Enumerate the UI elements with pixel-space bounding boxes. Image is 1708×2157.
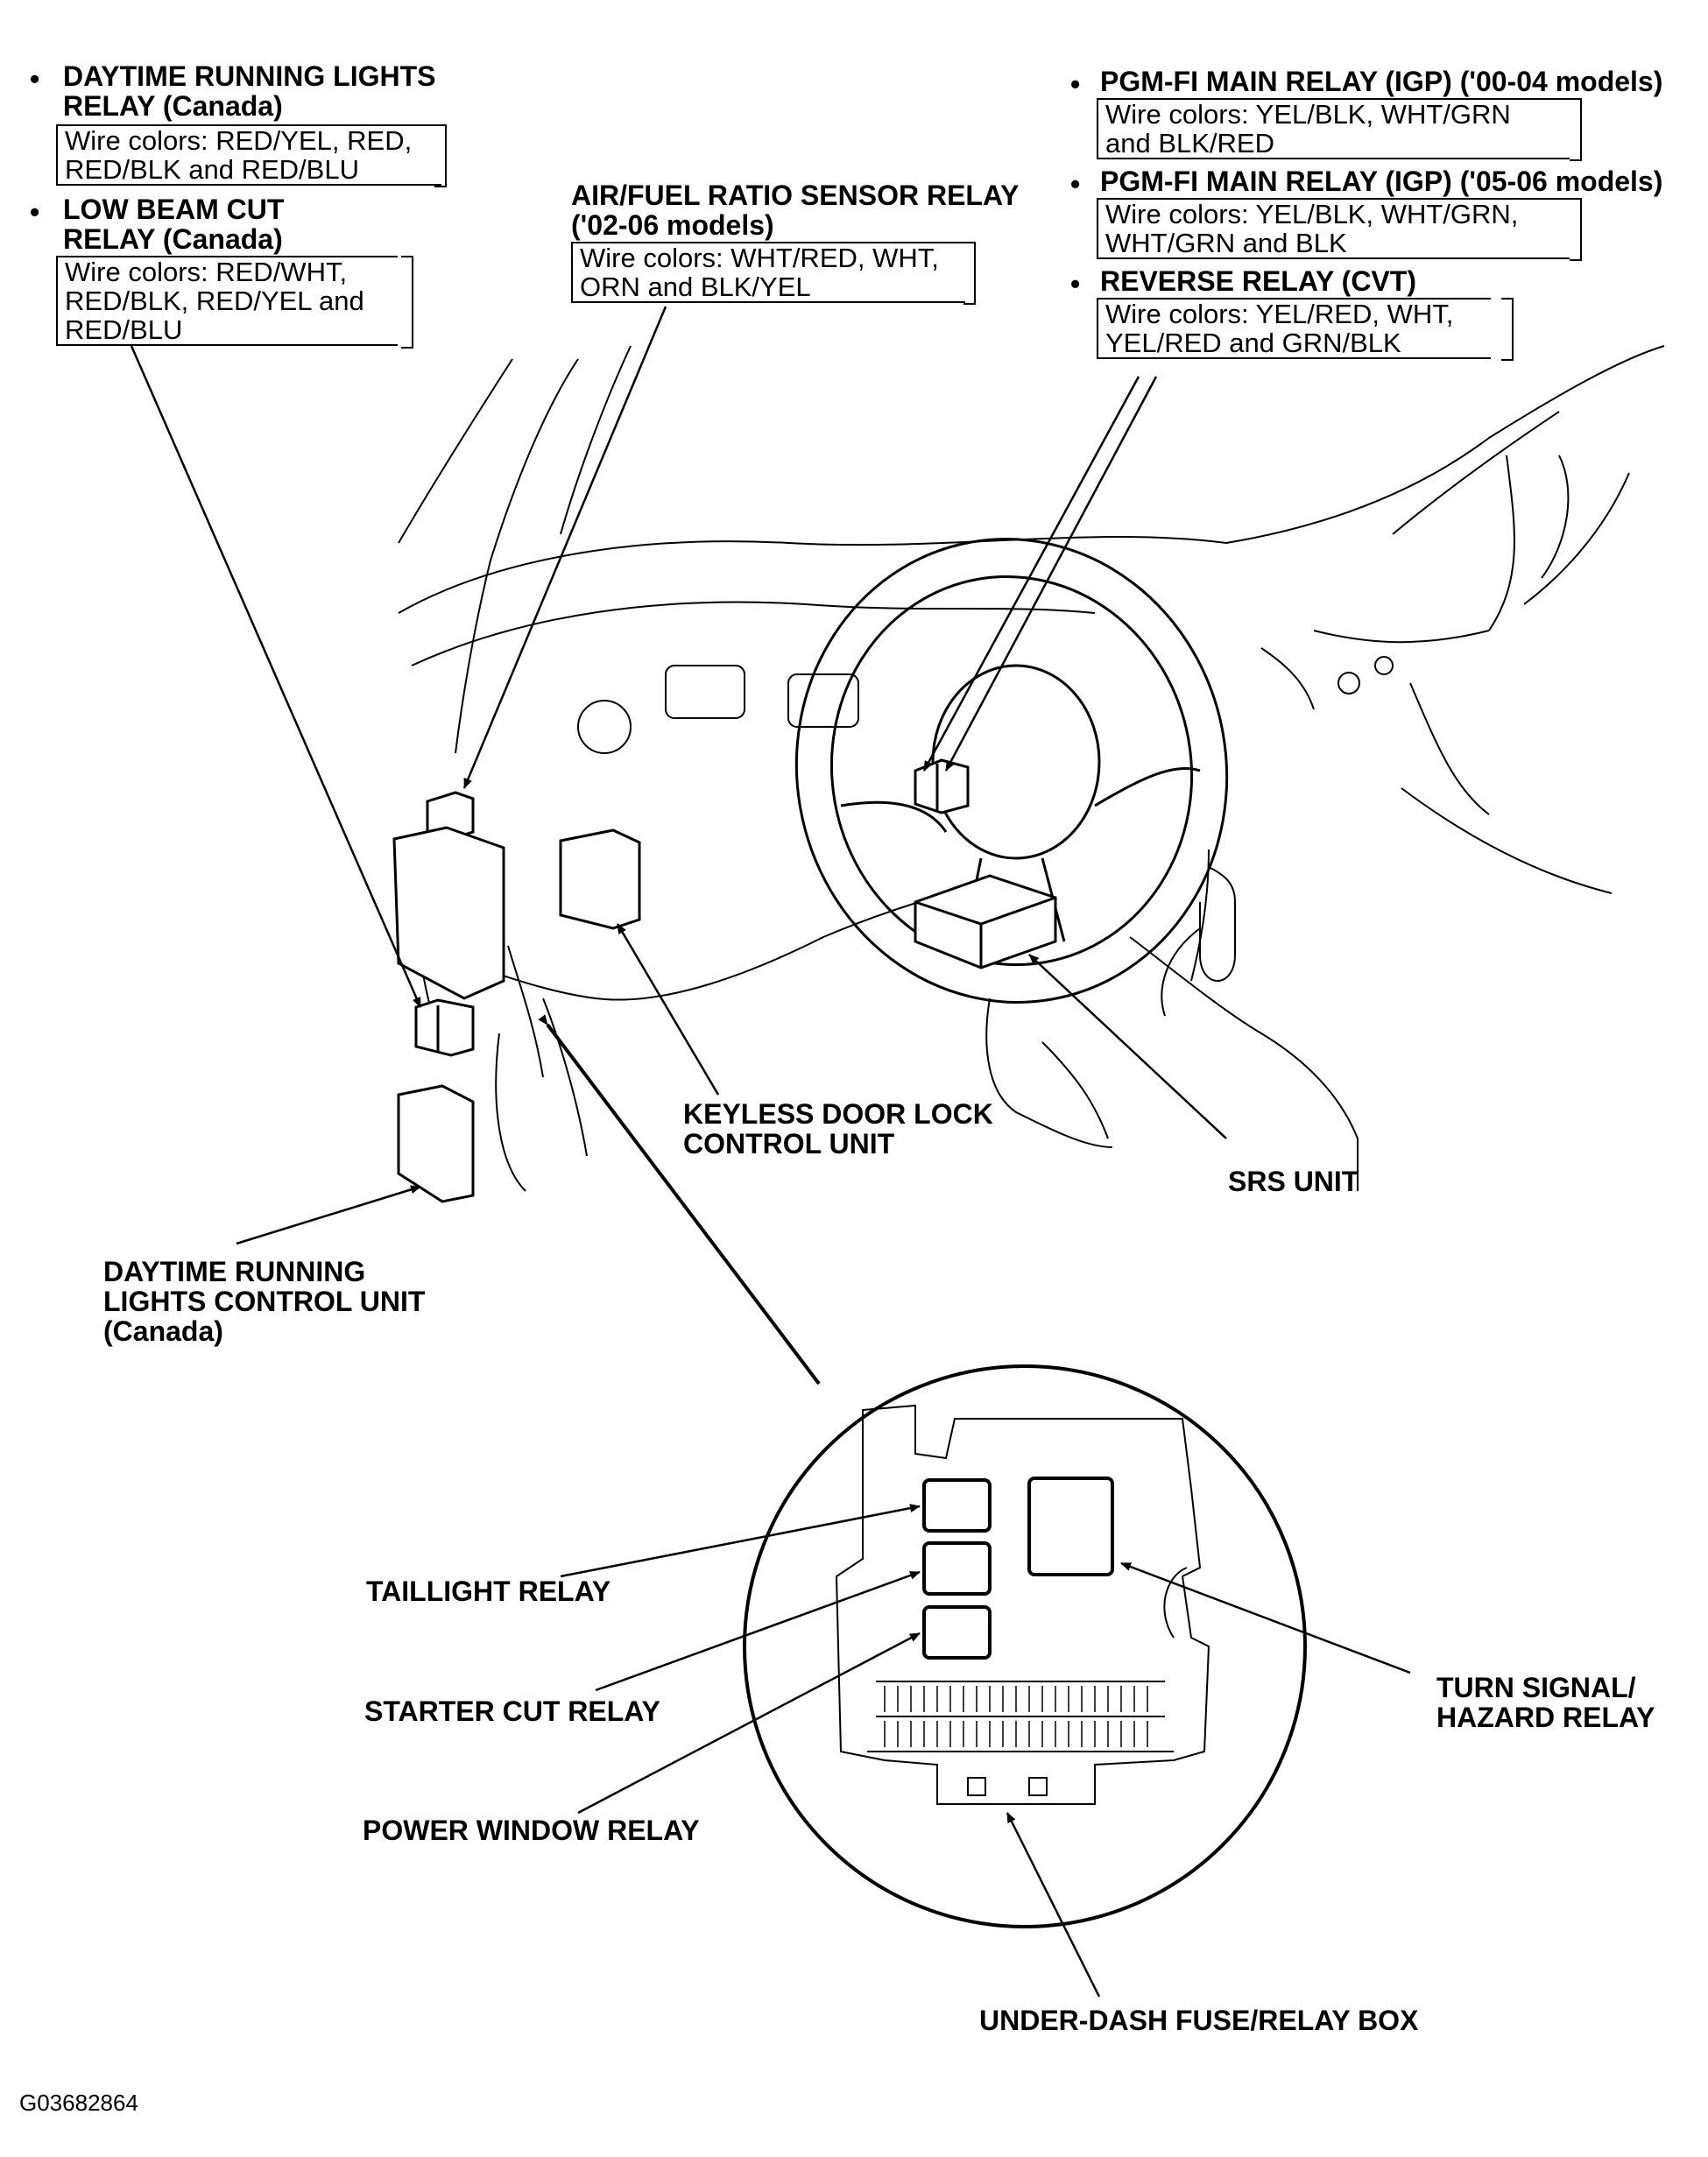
low-beam-title: LOW BEAM CUT RELAY (Canada): [63, 194, 284, 254]
starter-cut-relay-label: STARTER CUT RELAY: [364, 1695, 660, 1727]
power-window-relay-label: POWER WINDOW RELAY: [363, 1815, 700, 1846]
low-beam-wire-line-3: RED/BLU: [65, 314, 183, 345]
af-sensor-wire-line-2: ORN and BLK/YEL: [580, 271, 811, 302]
low-beam-relay-box: [414, 998, 475, 1057]
pgm-0506-title: PGM-FI MAIN RELAY (IGP) ('05-06 models): [1100, 166, 1662, 196]
low-beam-title-line-2: RELAY (Canada): [63, 223, 283, 255]
drl-control-unit: [397, 1084, 475, 1203]
pgm-0004-title: PGM-FI MAIN RELAY (IGP) ('00-04 models): [1100, 67, 1662, 96]
bullet-drl-relay: •: [30, 63, 40, 95]
keyless-label: KEYLESS DOOR LOCK CONTROL UNIT: [683, 1099, 993, 1159]
bullet-reverse: •: [1070, 268, 1081, 300]
leader-pgm-1: [944, 376, 1158, 772]
af-sensor-bracket: [963, 242, 976, 305]
bullet-pgm-0506: •: [1070, 168, 1081, 200]
low-beam-wires: Wire colors: RED/WHT, RED/BLK, RED/YEL a…: [56, 256, 398, 346]
leader-srs: [1028, 954, 1227, 1139]
drl-relay-title-line-2: RELAY (Canada): [63, 90, 283, 122]
low-beam-bracket: [401, 256, 413, 349]
bullet-pgm-0004: •: [1070, 68, 1081, 100]
reverse-wire-line-2: YEL/RED and GRN/BLK: [1105, 328, 1401, 358]
main-module-box: [392, 826, 505, 1000]
turn-signal-label-line-1: TURN SIGNAL/: [1436, 1672, 1636, 1703]
reverse-wire-line-1: Wire colors: YEL/RED, WHT,: [1105, 299, 1454, 329]
low-beam-wire-line-2: RED/BLK, RED/YEL and: [65, 285, 364, 316]
magnifier: [538, 1014, 1307, 1928]
pgm-0506-wires: Wire colors: YEL/BLK, WHT/GRN, WHT/GRN a…: [1097, 198, 1570, 259]
pgm-0004-wire-line-1: Wire colors: YEL/BLK, WHT/GRN: [1105, 99, 1511, 130]
keyless-label-line-2: CONTROL UNIT: [683, 1128, 895, 1160]
leader-drl-relay: [462, 306, 667, 789]
leader-fuse-box: [1006, 1812, 1101, 1998]
keyless-unit-box: [559, 828, 641, 930]
pgm-0506-wire-line-2: WHT/GRN and BLK: [1105, 228, 1347, 258]
drl-unit-label-line-2: LIGHTS CONTROL UNIT: [103, 1286, 426, 1317]
leader-drl-unit: [236, 1185, 421, 1245]
keyless-label-line-1: KEYLESS DOOR LOCK: [683, 1098, 993, 1130]
srs-label: SRS UNIT: [1228, 1166, 1359, 1197]
pgm-0004-title-line-1: PGM-FI MAIN RELAY (IGP) ('00-04 models): [1100, 66, 1663, 97]
bullet-low-beam: •: [30, 196, 40, 228]
leader-taillight: [560, 1504, 921, 1578]
drl-relay-bracket: [434, 124, 447, 187]
leader-keyless: [616, 923, 720, 1096]
components: [392, 758, 1057, 1203]
taillight-relay-label: TAILLIGHT RELAY: [366, 1575, 611, 1607]
reverse-title-line-1: REVERSE RELAY (CVT): [1100, 265, 1416, 297]
turn-signal-label-line-2: HAZARD RELAY: [1436, 1702, 1655, 1733]
leader-power-window: [577, 1632, 921, 1815]
drl-unit-label: DAYTIME RUNNING LIGHTS CONTROL UNIT (Can…: [103, 1257, 425, 1346]
pgm-0004-bracket: [1570, 98, 1582, 161]
pgm-0506-wire-line-1: Wire colors: YEL/BLK, WHT/GRN,: [1105, 199, 1519, 229]
drl-relay-wire-line-1: Wire colors: RED/YEL, RED,: [65, 125, 413, 156]
leader-turn-signal: [1120, 1561, 1411, 1674]
reverse-title: REVERSE RELAY (CVT): [1100, 266, 1416, 296]
drl-relay-title-line-1: DAYTIME RUNNING LIGHTS: [63, 60, 436, 92]
drl-relay-wires: Wire colors: RED/YEL, RED, RED/BLK and R…: [56, 124, 441, 186]
drl-relay-title: DAYTIME RUNNING LIGHTS RELAY (Canada): [63, 61, 436, 121]
drl-relay-wire-line-2: RED/BLK and RED/BLU: [65, 154, 359, 185]
drl-unit-label-line-1: DAYTIME RUNNING: [103, 1256, 366, 1287]
af-sensor-title: AIR/FUEL RATIO SENSOR RELAY ('02-06 mode…: [571, 180, 1019, 240]
dashboard-outline: [398, 345, 1665, 1192]
pgm-0506-title-line-1: PGM-FI MAIN RELAY (IGP) ('05-06 models): [1100, 166, 1663, 197]
pgm-0004-wire-line-2: and BLK/RED: [1105, 128, 1274, 159]
leader-low-beam: [130, 345, 422, 1008]
reverse-bracket: [1501, 298, 1514, 361]
af-sensor-wires: Wire colors: WHT/RED, WHT, ORN and BLK/Y…: [571, 242, 965, 303]
pgm-0506-bracket: [1570, 198, 1582, 261]
leader-starter: [595, 1570, 921, 1692]
fuse-relay-box-art: [835, 1404, 1210, 1805]
pgm-relay-box: [914, 758, 970, 814]
steering-wheel: [794, 538, 1229, 1004]
figure-code: G03682864: [19, 2090, 138, 2116]
leader-lines: [130, 306, 1411, 1998]
fuse-box-label: UNDER-DASH FUSE/RELAY BOX: [979, 2005, 1419, 2036]
af-sensor-wire-line-1: Wire colors: WHT/RED, WHT,: [580, 243, 939, 273]
reverse-wires: Wire colors: YEL/RED, WHT, YEL/RED and G…: [1097, 298, 1491, 359]
af-sensor-title-line-1: AIR/FUEL RATIO SENSOR RELAY: [571, 180, 1020, 211]
pgm-0004-wires: Wire colors: YEL/BLK, WHT/GRN and BLK/RE…: [1097, 98, 1570, 159]
drl-unit-label-line-3: (Canada): [103, 1315, 223, 1347]
leader-pgm-2: [922, 376, 1140, 772]
low-beam-title-line-1: LOW BEAM CUT: [63, 194, 285, 225]
af-sensor-title-line-2: ('02-06 models): [571, 209, 774, 241]
turn-signal-relay-label: TURN SIGNAL/ HAZARD RELAY: [1436, 1673, 1655, 1732]
low-beam-wire-line-1: Wire colors: RED/WHT,: [65, 257, 348, 287]
